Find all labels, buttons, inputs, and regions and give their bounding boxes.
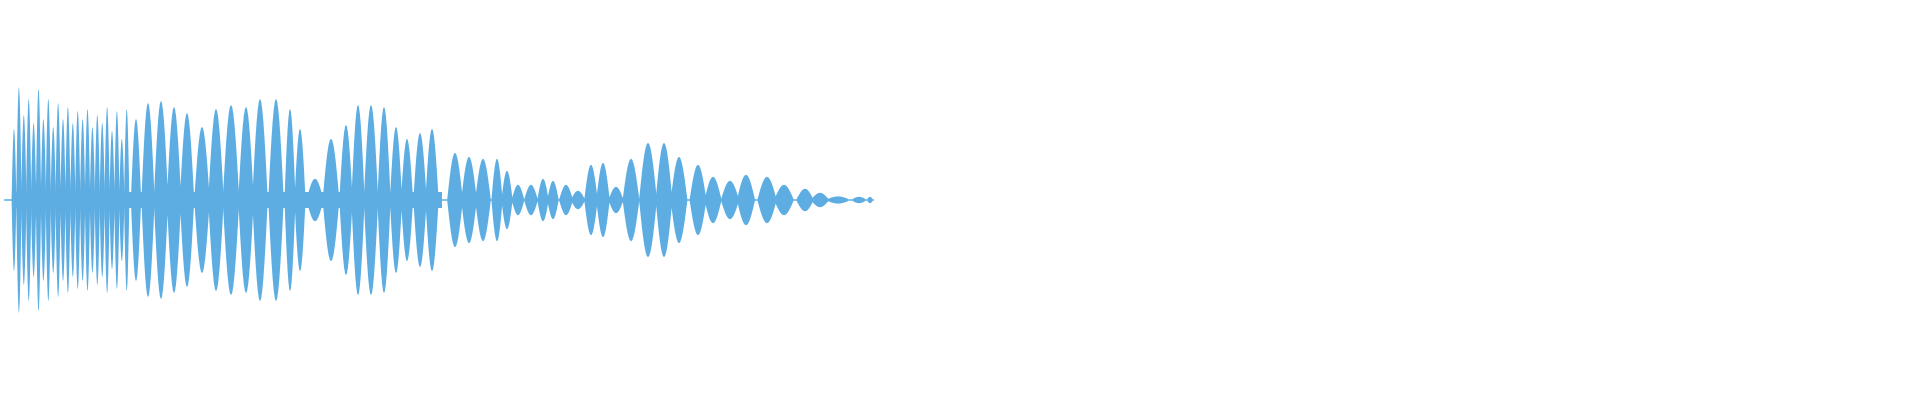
waveform-lobe [447,152,463,248]
waveform-lobe [222,104,240,296]
waveform-lobe [194,126,210,274]
waveform-lobe [524,184,538,216]
waveform-lobe [75,110,81,290]
waveform-lobe [119,138,125,262]
waveform-lobe [461,156,477,244]
waveform-lobe [559,184,573,216]
waveform-lobe [389,126,403,274]
waveform-lobe [109,130,115,270]
waveform-lobe [655,142,673,258]
waveform-lobe [867,196,873,204]
waveform-lobe [796,188,814,212]
waveform-lobe [153,100,169,300]
waveform-lobe [639,142,657,258]
waveform-lobe [721,180,739,220]
waveform-lobe [596,162,610,238]
waveform-lobe [30,122,37,278]
waveform-lobe [89,126,96,274]
waveform-lobe [584,164,598,236]
waveform-lobe [21,114,27,286]
waveform-lobe [79,118,86,282]
waveform-lobe [11,128,17,272]
waveform-lobe [757,176,777,224]
waveform-lobe [608,186,624,214]
waveform-lobe [45,98,51,302]
waveform-lobe [622,158,640,242]
waveform-lobe [35,88,42,312]
waveform-lobe [400,138,414,262]
waveform-lobe [294,128,306,272]
waveform-lobe [351,104,365,296]
waveform-lobe [60,118,66,282]
waveform-lobe [40,118,47,282]
waveform-lobe [537,178,549,222]
waveform-lobe [130,118,142,282]
waveform-lobe [322,138,340,262]
waveform-lobe [689,164,707,236]
waveform-lobe [84,108,91,292]
waveform-lobe [571,190,585,210]
waveform-lobe [104,106,110,294]
waveform-lobe [377,106,391,294]
waveform-lobe [306,178,324,222]
waveform-lobe [284,108,296,292]
waveform-lobes [11,86,873,314]
waveform-lobe [26,98,32,302]
waveform-lobe [511,184,525,216]
waveform-lobe [16,86,22,314]
waveform-lobe [55,102,61,298]
waveform-lobe [425,128,439,272]
waveform-lobe [50,126,56,274]
waveform-lobe [737,174,755,226]
waveform-lobe [70,122,76,278]
waveform-lobe [547,180,559,220]
waveform-lobe [124,108,130,292]
waveform-lobe [852,196,866,204]
waveform-lobe [828,196,848,204]
waveform-lobe [252,98,268,302]
waveform-lobe [339,124,353,276]
waveform-lobe [179,112,195,288]
waveform-lobe [141,102,155,298]
waveform-lobe [491,158,503,242]
waveform-lobe [268,98,284,302]
waveform-lobe [363,104,379,296]
waveform-lobe [774,184,794,216]
waveform-lobe [99,122,105,278]
waveform-lobe [166,106,182,294]
waveform-lobe [670,156,688,244]
waveform-lobe [208,108,224,292]
waveform-lobe [65,106,71,294]
waveform-lobe [413,132,427,268]
waveform-lobe [238,106,254,294]
waveform-lobe [704,176,722,224]
waveform-lobe [475,158,491,242]
waveform-lobe [501,170,513,230]
waveform-lobe [114,110,120,290]
waveform-lobe [94,114,100,286]
waveform-lobe [811,192,829,208]
